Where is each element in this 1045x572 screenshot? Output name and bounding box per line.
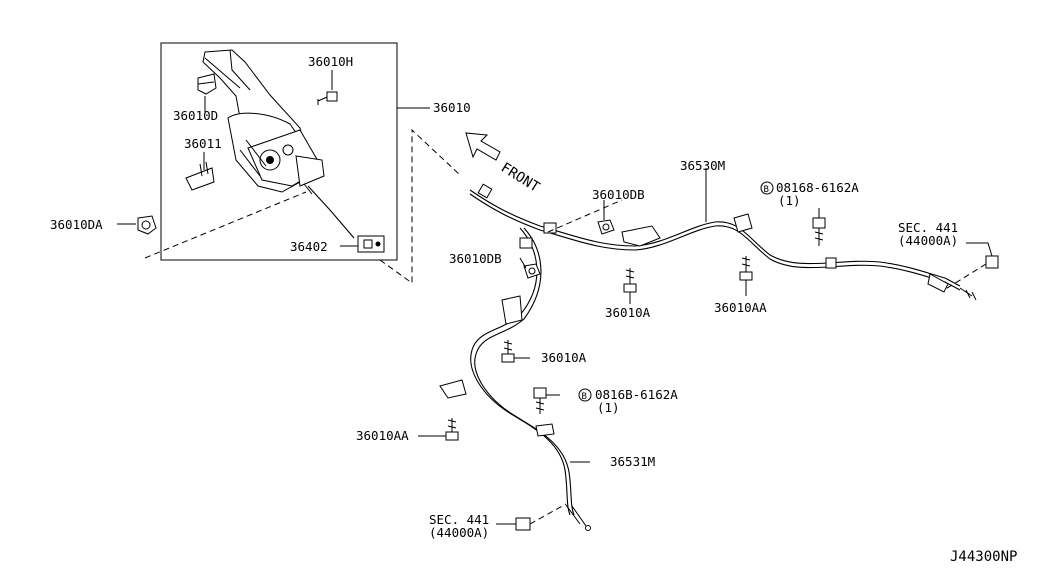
leader-lines bbox=[117, 70, 993, 525]
front-direction-label: FRONT bbox=[498, 160, 543, 196]
bolt-36010AA-low bbox=[445, 418, 459, 441]
label-sec441-right: SEC. 441 bbox=[898, 220, 958, 235]
bolt-0816B-low bbox=[533, 387, 547, 414]
label-qty-top: (1) bbox=[778, 193, 801, 208]
bolt-36010H bbox=[317, 91, 338, 105]
bolt-marker-circle bbox=[760, 181, 774, 195]
projection-line bbox=[379, 128, 461, 284]
sec441-low-part bbox=[515, 503, 567, 531]
bolt-36010A-mid bbox=[623, 268, 637, 293]
dashed-link bbox=[547, 199, 623, 233]
nut-36010DB-top bbox=[597, 219, 615, 235]
label-qty-low: (1) bbox=[597, 400, 620, 415]
label-36010: 36010 bbox=[433, 100, 471, 115]
bolt-marker-letter: B bbox=[582, 392, 587, 402]
label-36010DB-left: 36010DB bbox=[449, 251, 502, 266]
projection-line bbox=[144, 191, 307, 259]
label-08168-6162A: 08168-6162A bbox=[776, 180, 859, 195]
label-0816B-6162A: 0816B-6162A bbox=[595, 387, 678, 402]
label-36010A-low: 36010A bbox=[541, 350, 587, 365]
bolt-36010A-low bbox=[501, 340, 515, 363]
label-44000A-low: (44000A) bbox=[429, 525, 489, 540]
bolt-08168-top bbox=[812, 217, 826, 246]
label-36531M: 36531M bbox=[610, 454, 655, 469]
clip-36010D bbox=[197, 73, 217, 95]
label-36010H: 36010H bbox=[308, 54, 353, 69]
bracket-36011 bbox=[185, 161, 215, 191]
label-36010A-mid: 36010A bbox=[605, 305, 651, 320]
label-36010DB-top: 36010DB bbox=[592, 187, 645, 202]
connector-36402 bbox=[357, 235, 385, 253]
label-36010D: 36010D bbox=[173, 108, 218, 123]
rear-cable-36531M bbox=[439, 227, 591, 531]
label-36010AA-mid: 36010AA bbox=[714, 300, 767, 315]
rear-cable-36530M bbox=[469, 183, 973, 299]
label-sec441-low: SEC. 441 bbox=[429, 512, 489, 527]
label-36530M: 36530M bbox=[680, 158, 725, 173]
front-arrow bbox=[465, 132, 501, 161]
lever-detail-box bbox=[160, 42, 398, 261]
bolt-36010AA-mid bbox=[739, 256, 753, 281]
nut-36010DA bbox=[137, 215, 157, 235]
label-36010AA-low: 36010AA bbox=[356, 428, 409, 443]
nut-36010DB-left bbox=[523, 263, 541, 279]
front-cable bbox=[307, 185, 355, 239]
parking-brake-lever bbox=[202, 49, 325, 193]
label-36010DA: 36010DA bbox=[50, 217, 103, 232]
diagram-code: J44300NP bbox=[950, 549, 1017, 565]
cable-end bbox=[303, 183, 313, 195]
bolt-marker-circle bbox=[578, 388, 592, 402]
label-36402: 36402 bbox=[290, 239, 328, 254]
bolt-marker-letter: B bbox=[764, 185, 769, 195]
label-36011: 36011 bbox=[184, 136, 222, 151]
sec441-right-part bbox=[943, 255, 999, 301]
label-44000A-right: (44000A) bbox=[898, 233, 958, 248]
